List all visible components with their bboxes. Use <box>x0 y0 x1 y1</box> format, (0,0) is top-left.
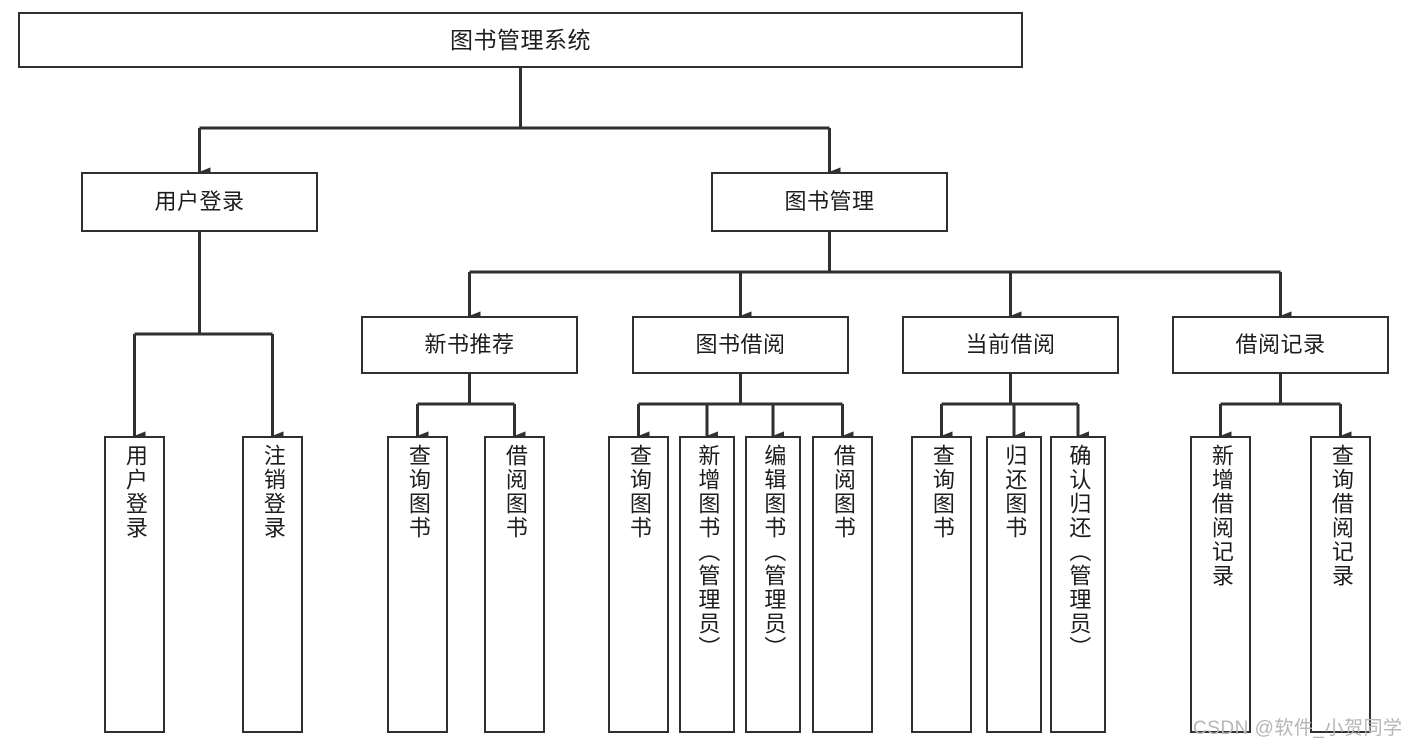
node-l3-2[interactable]: 图书借阅 <box>632 316 849 374</box>
node-leaf-1[interactable]: 用户登录 <box>104 436 165 733</box>
node-leaf-5[interactable]: 查询图书 <box>608 436 669 733</box>
node-leaf-13[interactable]: 查询借阅记录 <box>1310 436 1371 733</box>
node-leaf-7[interactable]: 编辑图书（管理员） <box>745 436 801 733</box>
node-label: 新书推荐 <box>424 332 515 358</box>
node-label: 归还图书 <box>1002 444 1028 540</box>
node-label: 新增图书（管理员） <box>695 444 721 660</box>
node-l3-3[interactable]: 当前借阅 <box>902 316 1119 374</box>
node-leaf-2[interactable]: 注销登录 <box>242 436 303 733</box>
node-label: 当前借阅 <box>965 332 1056 358</box>
node-leaf-4[interactable]: 借阅图书 <box>484 436 545 733</box>
node-l2-2[interactable]: 图书管理 <box>711 172 948 232</box>
node-label: 查询图书 <box>929 444 955 540</box>
node-label: 用户登录 <box>154 189 245 215</box>
node-label: 注销登录 <box>260 444 286 540</box>
node-leaf-8[interactable]: 借阅图书 <box>812 436 873 733</box>
node-label: 查询图书 <box>405 444 431 540</box>
node-label: 借阅记录 <box>1235 332 1326 358</box>
connector-lines <box>133 68 1352 441</box>
node-label: 图书管理 <box>784 189 875 215</box>
node-leaf-12[interactable]: 新增借阅记录 <box>1190 436 1251 733</box>
node-label: 新增借阅记录 <box>1208 444 1234 588</box>
node-leaf-10[interactable]: 归还图书 <box>986 436 1042 733</box>
node-label: 图书管理系统 <box>450 26 591 53</box>
node-label: 借阅图书 <box>830 444 856 540</box>
node-label: 查询图书 <box>626 444 652 540</box>
node-label: 借阅图书 <box>502 444 528 540</box>
node-label: 确认归还（管理员） <box>1066 444 1092 660</box>
node-l2-1[interactable]: 用户登录 <box>81 172 318 232</box>
node-leaf-9[interactable]: 查询图书 <box>911 436 972 733</box>
node-l3-4[interactable]: 借阅记录 <box>1172 316 1389 374</box>
node-leaf-3[interactable]: 查询图书 <box>387 436 448 733</box>
node-label: 编辑图书（管理员） <box>761 444 787 660</box>
node-leaf-6[interactable]: 新增图书（管理员） <box>679 436 735 733</box>
node-label: 查询借阅记录 <box>1328 444 1354 588</box>
node-label: 图书借阅 <box>695 332 786 358</box>
node-label: 用户登录 <box>122 444 148 540</box>
node-root[interactable]: 图书管理系统 <box>18 12 1023 68</box>
node-l3-1[interactable]: 新书推荐 <box>361 316 578 374</box>
node-leaf-11[interactable]: 确认归还（管理员） <box>1050 436 1106 733</box>
